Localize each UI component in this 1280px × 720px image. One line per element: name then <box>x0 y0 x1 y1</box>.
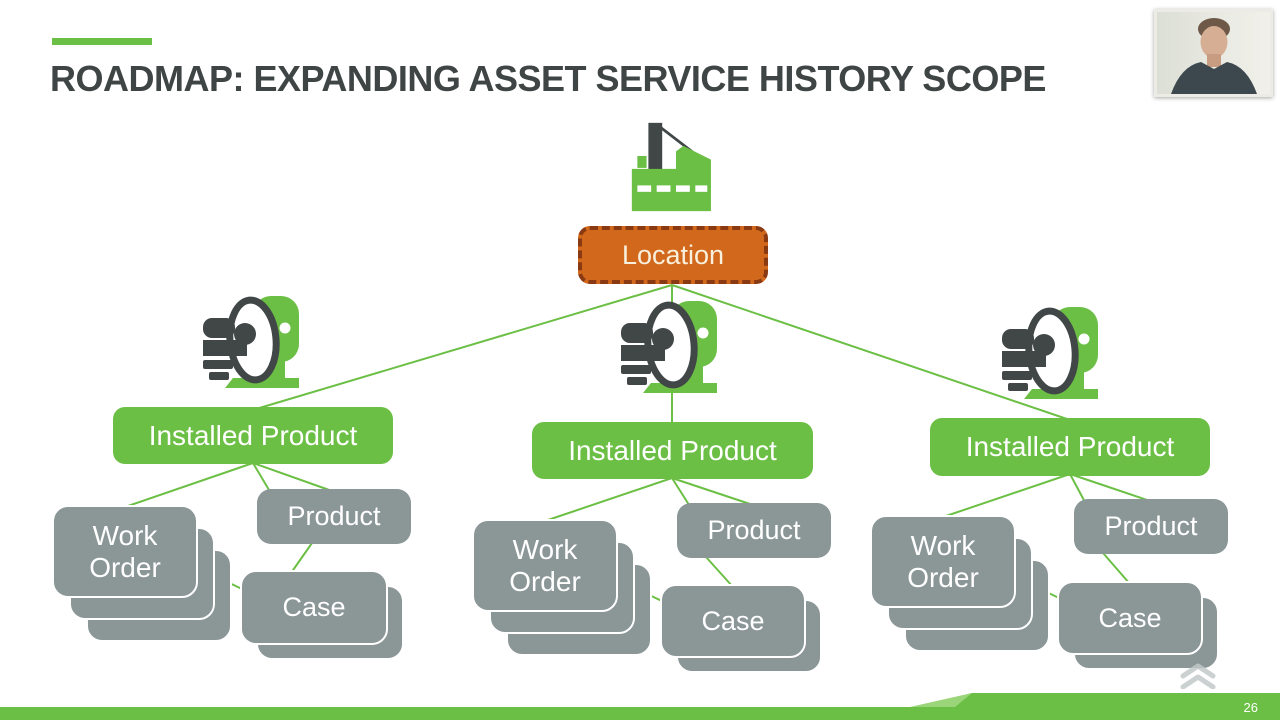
location-label: Location <box>621 239 725 270</box>
product-node: Product <box>257 489 411 544</box>
page-number: 26 <box>1243 700 1258 715</box>
mri-scanner-icon <box>203 292 303 392</box>
case-node: Case <box>660 584 806 658</box>
installed-product-node: Installed Product <box>930 418 1210 476</box>
installed-product-node: Installed Product <box>113 407 393 464</box>
product-node: Product <box>677 503 831 558</box>
mri-scanner-icon <box>1002 303 1102 403</box>
chevron-up-icon[interactable] <box>1180 663 1216 689</box>
installed-product-node: Installed Product <box>532 422 813 479</box>
work-order-label: Work Order <box>89 520 161 583</box>
factory-icon <box>630 120 722 214</box>
webcam-thumbnail[interactable] <box>1154 9 1273 97</box>
case-label: Case <box>1098 602 1162 633</box>
case-node: Case <box>240 570 388 645</box>
installed-product-label: Installed Product <box>148 419 358 451</box>
work-order-label: Work Order <box>509 534 581 597</box>
case-label: Case <box>701 605 765 636</box>
slide-title: ROADMAP: EXPANDING ASSET SERVICE HISTORY… <box>50 58 1046 99</box>
work-order-label: Work Order <box>907 530 979 593</box>
mri-scanner-icon <box>621 297 721 397</box>
product-label: Product <box>287 501 381 531</box>
work-order-node: Work Order <box>472 519 618 612</box>
accent-bar <box>52 38 152 45</box>
footer-ribbon <box>0 693 1280 720</box>
product-label: Product <box>1104 511 1198 541</box>
product-label: Product <box>707 515 801 545</box>
work-order-node: Work Order <box>870 515 1016 608</box>
product-node: Product <box>1074 499 1228 554</box>
case-label: Case <box>282 592 346 623</box>
case-node: Case <box>1057 581 1203 655</box>
presenter-portrait <box>1157 12 1270 94</box>
installed-product-label: Installed Product <box>568 434 777 466</box>
work-order-node: Work Order <box>52 505 198 598</box>
location-node: Location <box>578 226 768 284</box>
installed-product-label: Installed Product <box>965 431 1175 462</box>
